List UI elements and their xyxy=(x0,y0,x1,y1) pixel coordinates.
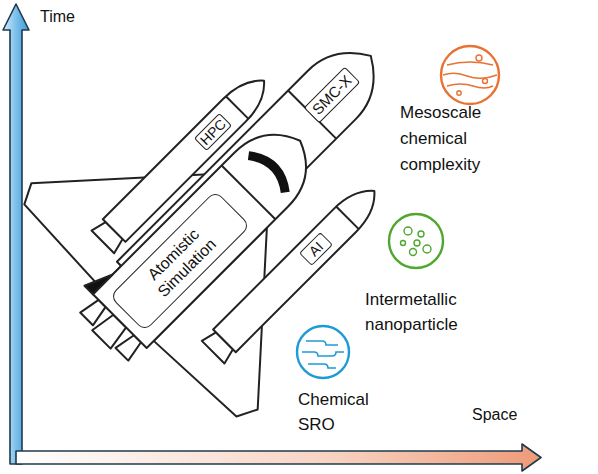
circle-pattern xyxy=(306,341,338,345)
booster-label-panel: AI xyxy=(299,232,333,266)
circle-outline xyxy=(441,46,499,104)
node-caption: Chemical SRO xyxy=(298,387,378,437)
concept-circle: Mesoscale chemical complexity xyxy=(398,40,538,182)
node-caption: Mesoscale chemical complexity xyxy=(400,100,505,178)
circle-pattern xyxy=(447,84,493,88)
circle-pattern xyxy=(404,227,412,235)
fuselage-label-panel: Atomistic Simulation xyxy=(109,190,250,331)
space-axis-arrow xyxy=(16,444,541,471)
booster-label-panel: HPC xyxy=(194,113,232,151)
circle-pattern xyxy=(302,352,344,356)
circle-pattern xyxy=(443,73,497,78)
node-label: AI xyxy=(305,238,326,259)
concept-circle: Intermetallic nanoparticle xyxy=(363,209,478,334)
circle-icon xyxy=(294,323,352,381)
circle-pattern xyxy=(457,91,461,95)
node-label: Atomistic Simulation xyxy=(124,205,236,317)
booster-band xyxy=(336,207,359,230)
circle-pattern xyxy=(447,62,493,65)
circle-pattern xyxy=(308,364,336,368)
node-label: HPC xyxy=(197,116,230,149)
node-label: SMC-X xyxy=(309,72,356,119)
time-axis-arrow xyxy=(3,4,29,464)
tank-label-panel: SMC-X xyxy=(304,67,361,124)
circle-pattern xyxy=(483,79,488,84)
cockpit-window xyxy=(248,149,292,193)
circle-pattern xyxy=(401,241,406,246)
booster-band xyxy=(226,96,249,119)
space-shuttle xyxy=(0,0,491,453)
circle-outline xyxy=(297,326,349,378)
circle-pattern xyxy=(414,240,420,246)
circle-icon xyxy=(386,211,446,271)
axis-label: Time xyxy=(40,8,75,26)
axis-label: Space xyxy=(472,406,517,424)
body-flap xyxy=(84,266,112,294)
circle-pattern xyxy=(476,55,482,61)
orbiter-fuselage xyxy=(93,114,327,348)
circle-pattern xyxy=(423,245,431,253)
circle-pattern xyxy=(418,231,424,237)
circle-outline xyxy=(389,214,443,268)
circle-pattern xyxy=(410,249,417,256)
concept-circle: Chemical SRO xyxy=(296,323,376,438)
node-caption: Intermetallic nanoparticle xyxy=(365,287,475,337)
circle-icon xyxy=(439,44,501,106)
